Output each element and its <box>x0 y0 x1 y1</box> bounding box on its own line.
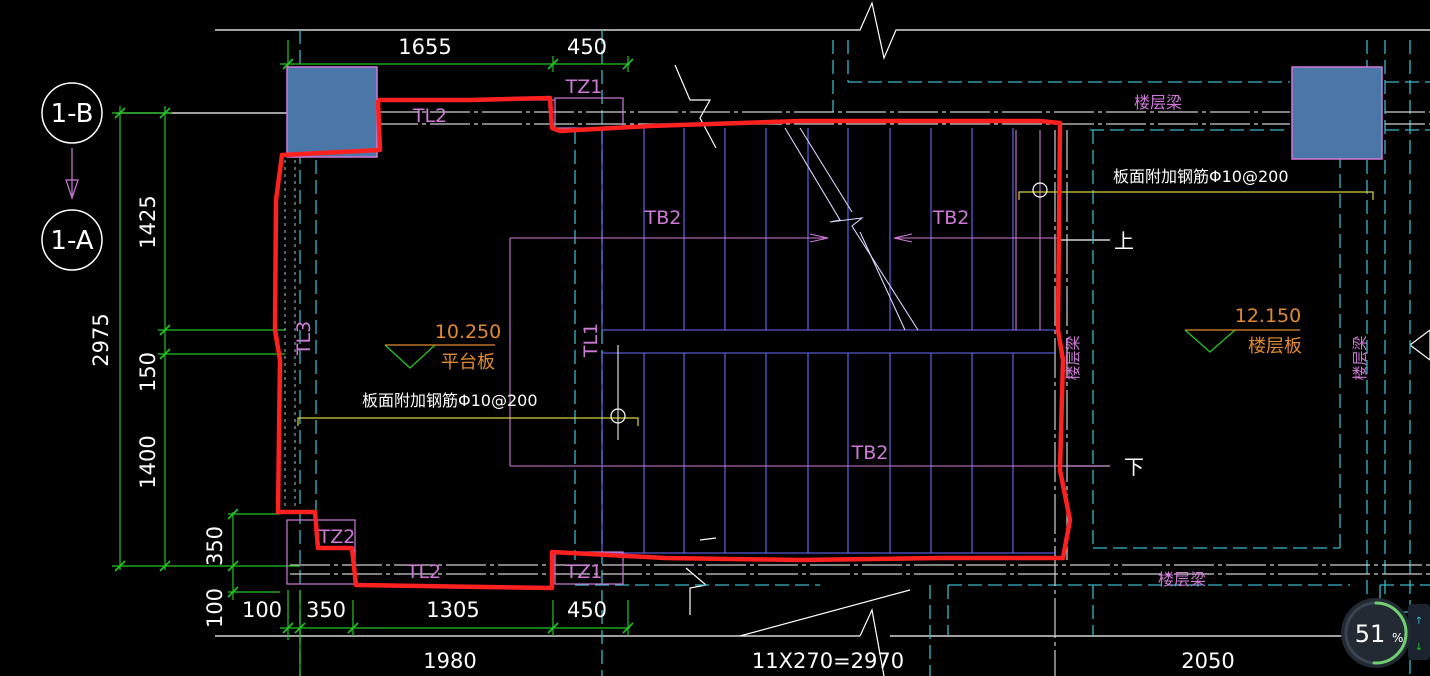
label-floor-beam-bottom: 楼层梁 <box>1158 570 1206 589</box>
elevation-floor-name: 楼层板 <box>1248 336 1302 357</box>
dim-left-150: 150 <box>136 352 160 392</box>
label-down: 下 <box>1124 455 1144 479</box>
gauge-value: 51 <box>1355 620 1386 648</box>
gauge-progress-arc <box>1372 601 1408 665</box>
axis-bubble-1a: 1-A <box>41 209 103 271</box>
dim-top-1655: 1655 <box>398 35 451 59</box>
label-floor-beam-top: 楼层梁 <box>1134 93 1182 112</box>
dim-top-450: 450 <box>567 35 607 59</box>
label-tl2-top: TL2 <box>412 105 447 127</box>
rebar-note-right: 板面附加钢筋Φ10@200 <box>1113 167 1289 186</box>
label-tz2: TZ2 <box>318 526 356 548</box>
label-tl2-bottom: TL2 <box>406 561 441 583</box>
gauge-side-panel <box>1408 604 1430 660</box>
gauge-unit: % <box>1392 631 1403 645</box>
dim-left-1425: 1425 <box>136 195 160 248</box>
stair-treads <box>601 128 1055 554</box>
label-tb2-left: TB2 <box>644 207 682 229</box>
label-tz1-bottom: TZ1 <box>565 561 603 583</box>
frame-lines <box>116 1 1430 676</box>
label-floor-beam-v2: 楼层梁 <box>1351 335 1369 380</box>
dim-left-350: 350 <box>203 526 227 566</box>
rebar-circles <box>610 182 1048 440</box>
dim-left-100: 100 <box>203 588 227 628</box>
dim-bottom-450: 450 <box>567 598 607 622</box>
dim-left-1400: 1400 <box>136 435 160 488</box>
elevation-floor-level: 12.150 <box>1235 305 1301 327</box>
dim-bottom-2050: 2050 <box>1181 649 1234 673</box>
gauge-down-arrow-icon: ↓ <box>1415 642 1423 653</box>
elevation-platform-name: 平台板 <box>441 352 495 373</box>
progress-gauge[interactable]: ↑ ↓ 51 % <box>1341 598 1430 668</box>
label-tl3: TL3 <box>293 321 315 356</box>
gauge-background <box>1341 598 1411 668</box>
label-tl1: TL1 <box>580 323 602 358</box>
label-floor-beam-v1: 楼层梁 <box>1064 335 1082 380</box>
dim-ticks <box>114 58 634 634</box>
rebar-note-left: 板面附加钢筋Φ10@200 <box>362 391 538 410</box>
dim-bottom-1305: 1305 <box>426 598 479 622</box>
dim-bottom-1980: 1980 <box>423 649 476 673</box>
label-tz1-top: TZ1 <box>565 76 603 98</box>
platform-dots <box>284 160 296 515</box>
axis-arrow <box>65 148 79 200</box>
column-top-left <box>286 66 378 158</box>
label-tb2-right: TB2 <box>932 207 970 229</box>
stair-break-line <box>784 127 919 331</box>
label-tb2-bottom: TB2 <box>851 442 889 464</box>
column-top-right <box>1291 66 1383 160</box>
axis-label-1a: 1-A <box>50 226 93 256</box>
dim-bottom-11x270: 11X270=2970 <box>752 649 904 673</box>
gauge-up-arrow-icon: ↑ <box>1415 616 1423 627</box>
axis-label-1b: 1-B <box>51 99 94 129</box>
beam-lines <box>290 111 1430 676</box>
walking-lines <box>509 130 1110 467</box>
elevation-platform-level: 10.250 <box>435 321 501 343</box>
rebar-lines <box>297 191 1374 426</box>
dim-left-2975: 2975 <box>89 313 113 366</box>
dimension-lines <box>112 40 634 676</box>
axis-bubble-1b: 1-B <box>41 82 103 144</box>
dim-bottom-100: 100 <box>242 598 282 622</box>
dim-bottom-350: 350 <box>306 598 346 622</box>
elevation-markers <box>384 329 1300 369</box>
highlight-outline <box>272 95 1073 591</box>
label-up: 上 <box>1114 229 1134 253</box>
